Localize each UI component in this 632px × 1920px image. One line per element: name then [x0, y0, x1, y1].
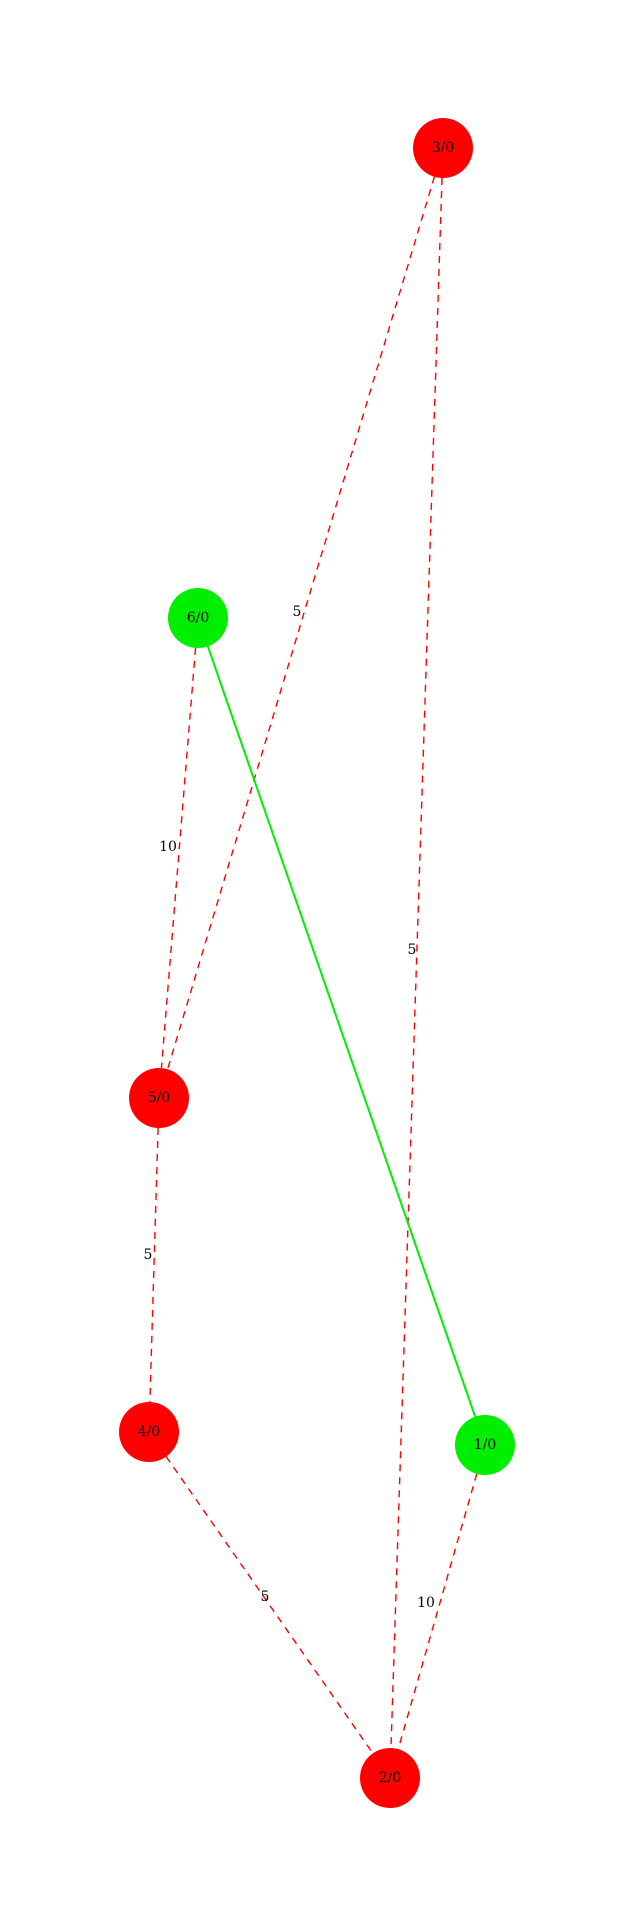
node-label-2: 2/0 [379, 1770, 402, 1786]
edge-4-2 [165, 1456, 374, 1754]
node-circle-2 [360, 1748, 420, 1808]
nodes-layer: 3/0 6/0 5/0 4/0 1/0 2/0 [119, 118, 515, 1808]
edge-6-5 [160, 647, 197, 1069]
node-circle-5 [129, 1068, 189, 1128]
edge-label-4-2: 5 [261, 1589, 270, 1605]
node-circle-3 [413, 118, 473, 178]
edge-labels-layer: 5 5 10 5 5 10 [144, 604, 435, 1611]
edge-5-4 [149, 1127, 159, 1403]
edge-label-6-5: 10 [159, 839, 177, 855]
node-circle-6 [168, 588, 228, 648]
edge-label-3-5: 5 [293, 604, 302, 620]
edge-3-2 [390, 177, 443, 1749]
node-label-5: 5/0 [148, 1090, 171, 1106]
node-circle-1 [455, 1415, 515, 1475]
node-4: 4/0 [119, 1402, 179, 1462]
node-label-4: 4/0 [138, 1424, 161, 1440]
node-label-3: 3/0 [432, 140, 455, 156]
edges-layer [149, 176, 478, 1754]
node-2: 2/0 [360, 1748, 420, 1808]
edge-label-3-2: 5 [408, 942, 417, 958]
edge-6-1 [206, 646, 477, 1417]
node-6: 6/0 [168, 588, 228, 648]
node-circle-4 [119, 1402, 179, 1462]
node-1: 1/0 [455, 1415, 515, 1475]
node-label-6: 6/0 [187, 610, 210, 626]
node-5: 5/0 [129, 1068, 189, 1128]
node-3: 3/0 [413, 118, 473, 178]
edge-label-5-4: 5 [144, 1247, 153, 1263]
edge-1-2 [397, 1473, 478, 1750]
edge-label-1-2: 10 [417, 1595, 435, 1611]
node-label-1: 1/0 [474, 1437, 497, 1453]
